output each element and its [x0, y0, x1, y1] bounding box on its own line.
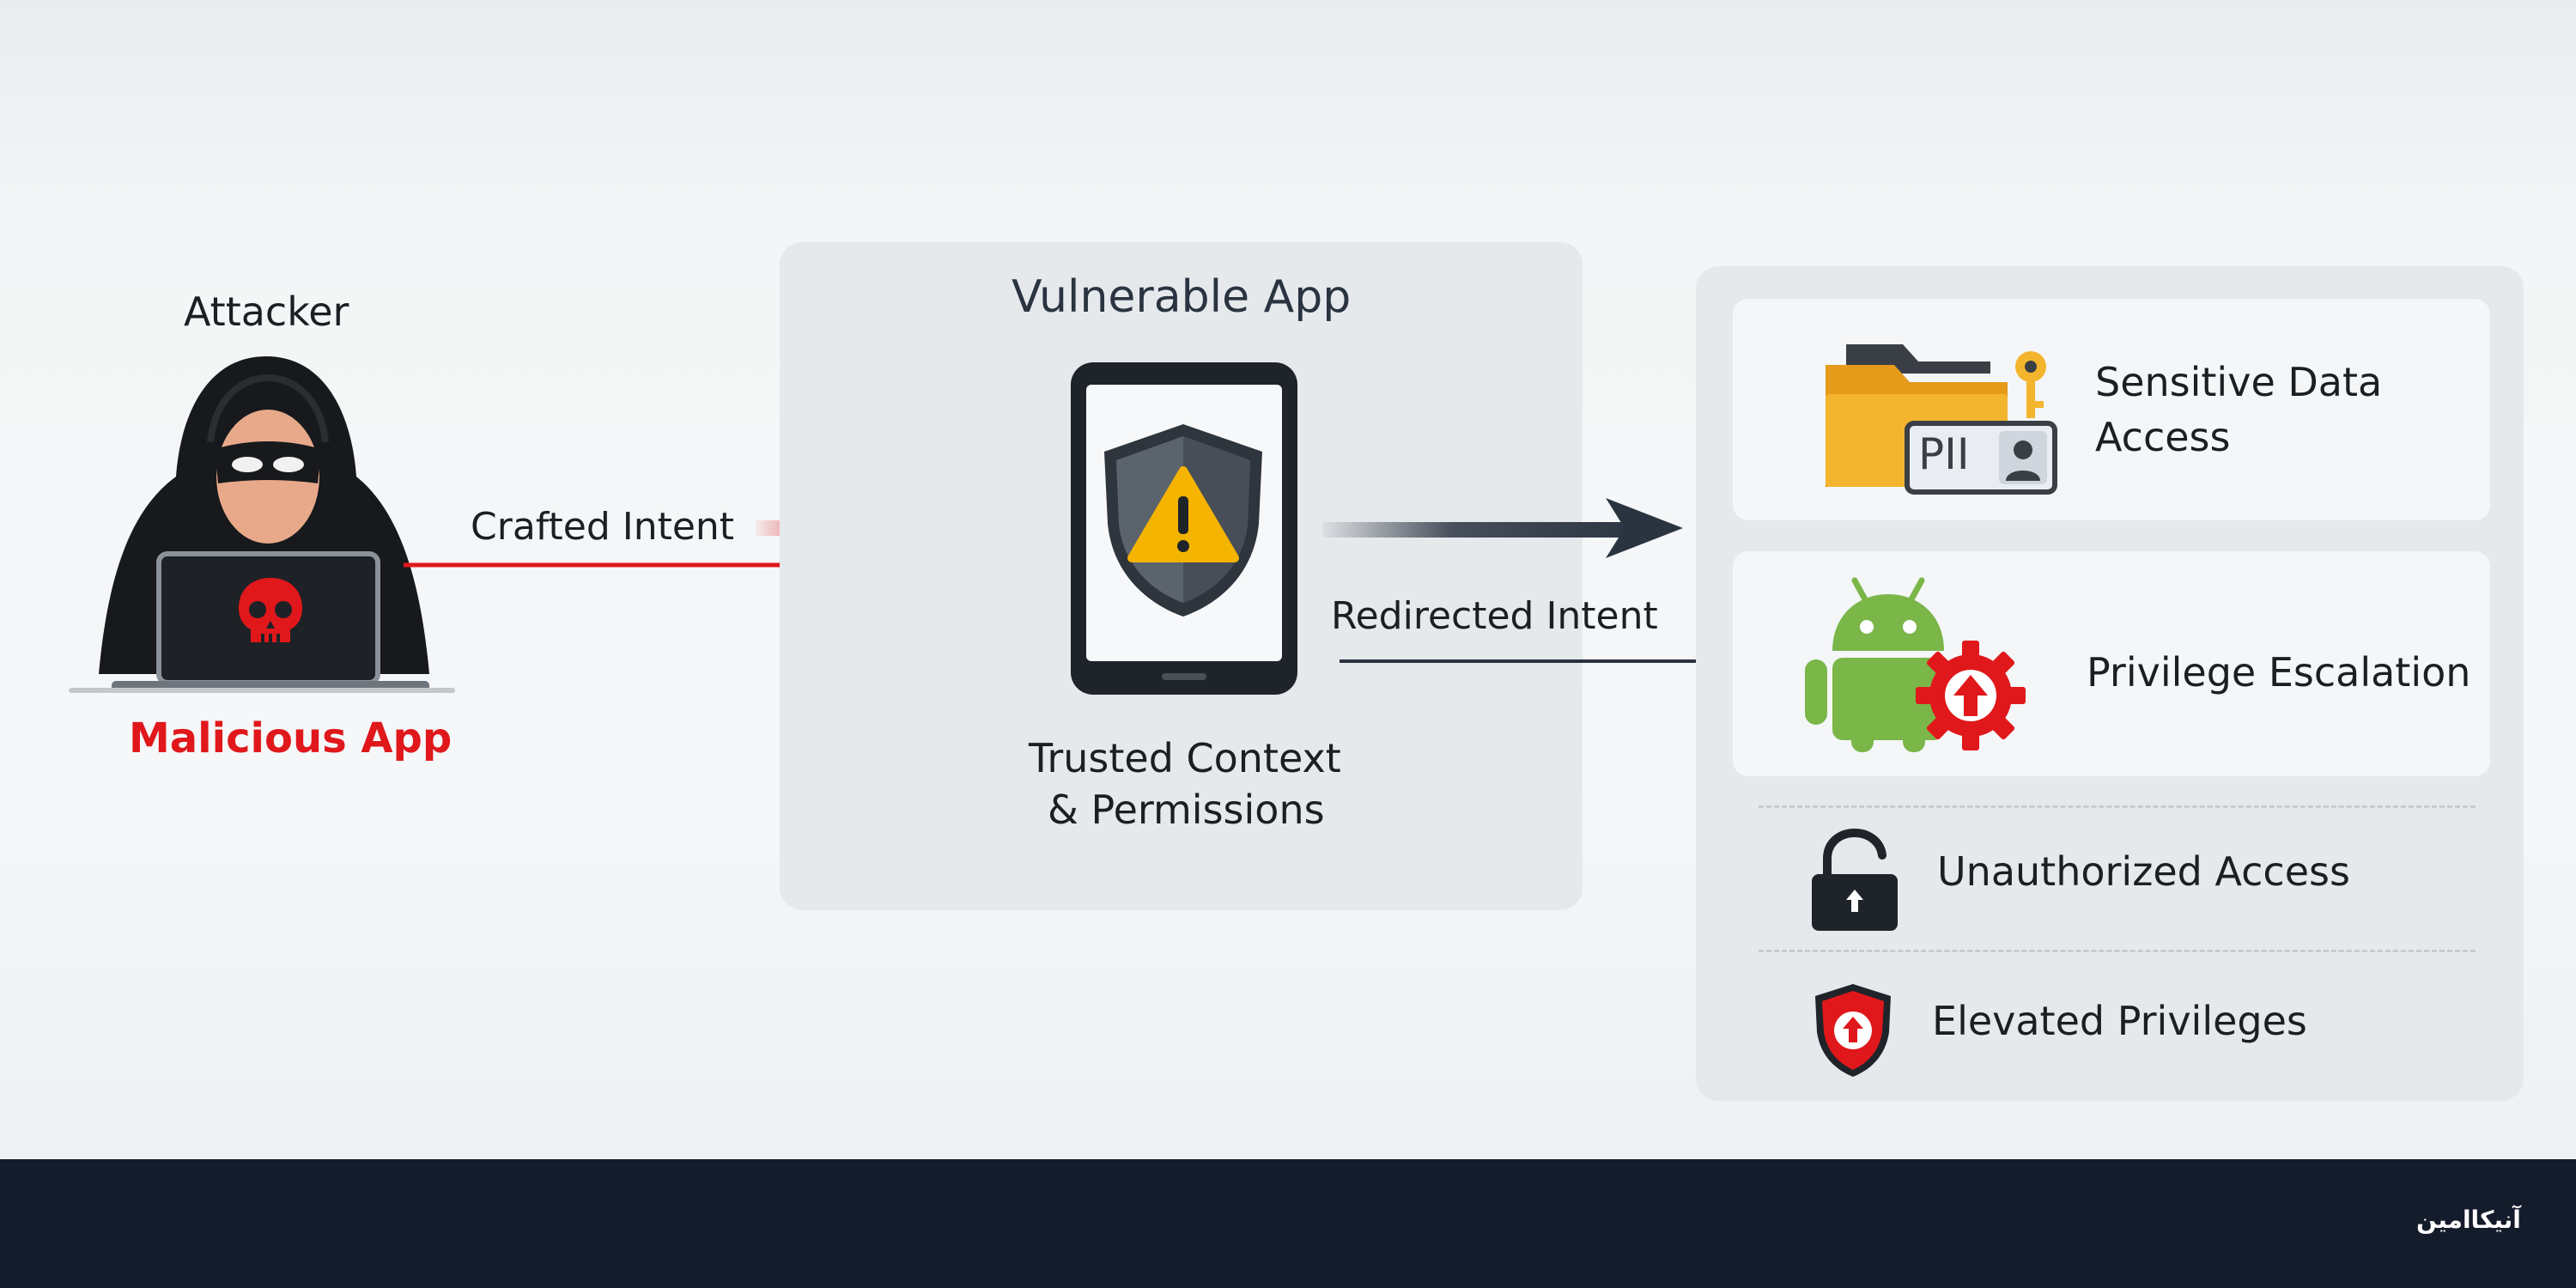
malicious-app-label: Malicious App	[129, 714, 453, 762]
outcomes-divider-1	[1759, 805, 2476, 808]
privilege-escalation-label: Privilege Escalation	[2087, 649, 2471, 696]
gear-up-icon	[1916, 641, 2026, 750]
trusted-context-line2: & Permissions	[1048, 787, 1325, 833]
vulnerable-app-title: Vulnerable App	[1012, 271, 1352, 323]
id-card-icon	[1905, 421, 2057, 495]
crafted-intent-label: Crafted Intent	[471, 505, 735, 549]
elevated-privileges-label: Elevated Privileges	[1932, 998, 2307, 1044]
redirected-intent-label: Redirected Intent	[1331, 594, 1658, 638]
skull-icon	[239, 578, 302, 642]
footer-bar	[0, 1159, 2576, 1288]
key-icon	[2015, 351, 2046, 418]
warning-shield-icon	[1104, 424, 1262, 617]
redirected-intent-arrow	[1322, 498, 1726, 671]
pii-badge: PII	[1918, 429, 1970, 479]
footer-brand-logo: آنیکاامین	[2416, 1206, 2521, 1234]
attacker-icon	[69, 356, 455, 693]
padlock-open-icon	[1812, 828, 1898, 931]
trusted-context-line1: Trusted Context	[1029, 735, 1341, 781]
unauthorized-access-label: Unauthorized Access	[1937, 848, 2350, 895]
attacker-title: Attacker	[184, 289, 349, 335]
outcomes-divider-2	[1759, 950, 2476, 952]
sensitive-data-line1: Sensitive Data	[2095, 359, 2383, 405]
sensitive-data-line2: Access	[2095, 414, 2231, 460]
shield-up-icon	[1815, 984, 1891, 1077]
